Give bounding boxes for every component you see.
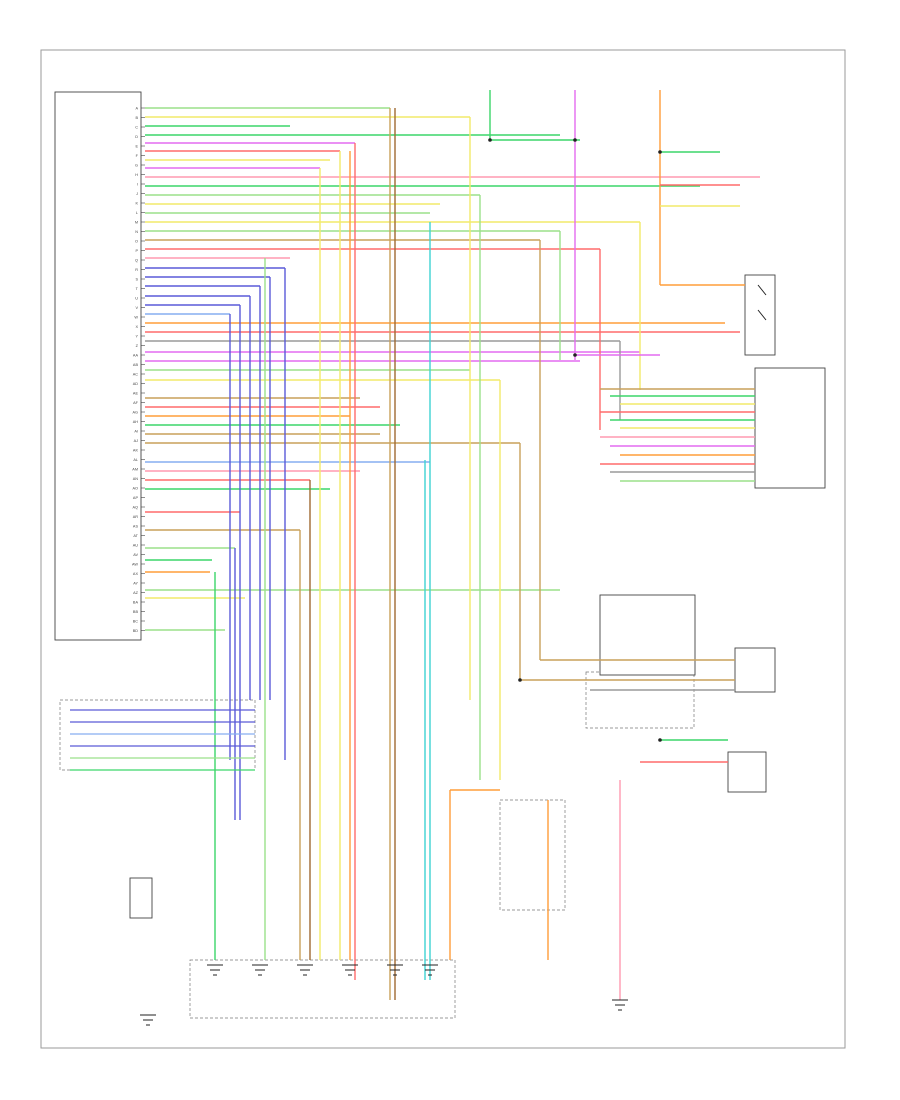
pcm-pin-label: X — [135, 325, 138, 329]
pcm-pin-label: Y — [135, 335, 138, 339]
splice-dot-icon — [658, 150, 662, 154]
pcm-pin-label: BB — [133, 610, 139, 614]
splice-dot-icon — [518, 678, 522, 682]
pcm-pin-label: G — [135, 164, 138, 168]
pcm-pin-label: AC — [133, 373, 139, 377]
pcm-pin-label: J — [136, 192, 138, 196]
pcm-pin-label: AS — [133, 525, 139, 529]
ground-symbol-icon — [140, 1014, 156, 1026]
switch-contact-icon — [757, 284, 767, 321]
pcm-pin-label: AD — [133, 382, 139, 386]
ignition-switch-box — [744, 274, 776, 356]
pcm-pin-label: AL — [133, 458, 138, 462]
pcm-pin-label: AF — [133, 401, 139, 405]
pcm-pin-label: BC — [133, 620, 139, 624]
ground-symbol-icon — [387, 964, 403, 976]
pcm-pin-label: AZ — [133, 591, 139, 595]
splice-dot-icon — [488, 138, 492, 142]
brake-switch-box — [499, 799, 566, 911]
pcm-pin-label: AR — [133, 515, 139, 519]
diagram-frame — [40, 49, 846, 1049]
pcm-pin-label: E — [135, 145, 138, 149]
pcm-pin-label: AH — [133, 420, 139, 424]
pcm-pin-label: AE — [133, 392, 139, 396]
pcm-pin-label: N — [135, 230, 138, 234]
pcm-pin-label: AY — [133, 582, 138, 586]
ground-symbol-icon — [342, 964, 358, 976]
pcm-pin-label: AA — [133, 354, 139, 358]
pcm-pin-label: F — [136, 154, 139, 158]
pcm-pin-label: AU — [133, 544, 139, 548]
pcm-pin-label: W — [134, 316, 138, 320]
pcm-pin-label: O — [135, 240, 138, 244]
pcm-pin-label: AN — [133, 477, 139, 481]
pcm-pin-label: S — [135, 278, 138, 282]
pcm-pin-label: K — [135, 202, 138, 206]
pcm-pin-label: AB — [133, 363, 139, 367]
pcm-pin-label: AG — [133, 411, 139, 415]
pcm-pin-label: AQ — [133, 506, 139, 510]
pcm-pin-label: P — [135, 249, 138, 253]
pcm-pin-label: AJ — [134, 439, 139, 443]
overdrive-switch-box — [727, 751, 767, 793]
pcm-pin-label: U — [135, 297, 138, 301]
splice-dot-icon — [658, 738, 662, 742]
pcm-pin-label: R — [135, 268, 138, 272]
splice-dot-icon — [573, 353, 577, 357]
trans-range-sensor-box — [599, 594, 696, 676]
pcm-pin-label: AV — [133, 553, 138, 557]
pcm-pin-label: BA — [133, 601, 139, 605]
pcm-pin-label: Z — [136, 344, 139, 348]
pcm-pin-label: I — [137, 183, 138, 187]
pcm-pin-label: T — [136, 287, 139, 291]
pcm-pin-label: D — [135, 135, 138, 139]
pcm-pin-label: AM — [132, 468, 138, 472]
symbol-layer — [129, 138, 767, 1026]
ground-symbol-icon — [422, 964, 438, 976]
pcm-pin-label: AP — [133, 496, 139, 500]
pcm-pin-label: B — [135, 116, 138, 120]
ground-symbol-icon — [297, 964, 313, 976]
pin-label-layer: ABCDEFGHIJKLMNOPQRSTUVWXYZAAABACADAEAFAG… — [132, 107, 145, 633]
pcm-pin-label: A — [135, 107, 138, 111]
ground-symbol-icon — [207, 964, 223, 976]
pcm-module-box — [54, 91, 142, 641]
pcm-pin-label: AK — [133, 449, 139, 453]
output-shaft-sensor-box — [734, 647, 776, 693]
fuse-block-connector-box — [754, 367, 826, 489]
ground-symbol-icon — [612, 999, 628, 1011]
pcm-pin-label: H — [135, 173, 138, 177]
pcm-pin-label: AI — [134, 430, 138, 434]
solenoid-pack-box — [189, 959, 456, 1019]
vss-sensor-box — [585, 671, 695, 729]
pcm-pin-label: AW — [132, 563, 138, 567]
pcm-pin-label: AX — [133, 572, 139, 576]
pcm-pin-label: AT — [133, 534, 138, 538]
pcm-pin-label: L — [136, 211, 138, 215]
splice-dot-icon — [573, 138, 577, 142]
pcm-pin-label: AO — [133, 487, 139, 491]
wire-layer — [70, 90, 760, 1000]
ground-symbol-icon — [252, 964, 268, 976]
pcm-pin-label: Q — [135, 259, 138, 263]
pcm-pin-label: V — [135, 306, 138, 310]
pcm-pin-label: M — [135, 221, 138, 225]
tcc-wire — [449, 789, 500, 960]
pcm-pin-label: C — [135, 126, 138, 130]
solenoid-coil-icon — [129, 877, 153, 919]
pcm-pin-label: BD — [133, 629, 139, 633]
